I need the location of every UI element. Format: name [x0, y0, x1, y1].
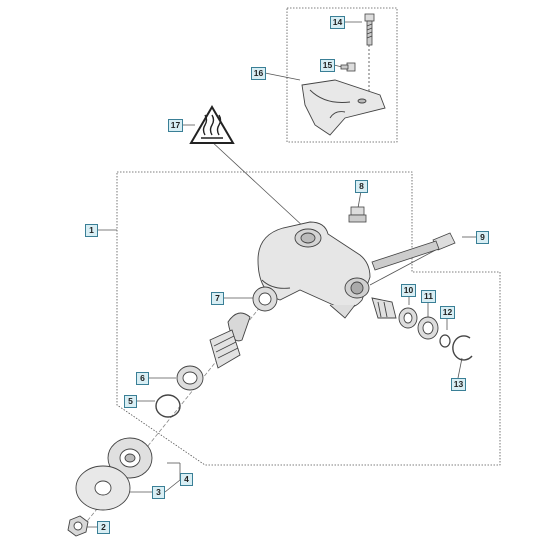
- leader-line-8: [357, 190, 362, 209]
- callout-12[interactable]: 12: [440, 306, 455, 319]
- callout-6[interactable]: 6: [136, 372, 149, 385]
- part-8-plug: [348, 206, 367, 223]
- part-4-flange: [107, 437, 153, 479]
- callout-1[interactable]: 1: [85, 224, 98, 237]
- part-14-bolt: [364, 13, 375, 100]
- part-9-bolt: [371, 232, 456, 271]
- callout-8[interactable]: 8: [355, 180, 368, 193]
- callout-4[interactable]: 4: [180, 473, 193, 486]
- hot-surface-warning-icon: [189, 105, 235, 144]
- part-5-ring: [155, 394, 181, 418]
- callout-9[interactable]: 9: [476, 231, 489, 244]
- callout-15[interactable]: 15: [320, 59, 335, 72]
- callout-17[interactable]: 17: [168, 119, 183, 132]
- part-13-circlip: [452, 335, 473, 361]
- part-10-gear: [371, 297, 418, 329]
- callout-7[interactable]: 7: [211, 292, 224, 305]
- callout-5[interactable]: 5: [124, 395, 137, 408]
- leader-line-13: [457, 357, 463, 379]
- part-12-washer: [439, 334, 451, 348]
- callout-11[interactable]: 11: [421, 290, 436, 303]
- leader-line-16: [264, 72, 301, 81]
- part-2-nut: [67, 515, 89, 537]
- part-15-screw: [340, 62, 356, 72]
- leader-line-4b: [164, 479, 181, 493]
- gear-head-group-outline: [116, 171, 501, 466]
- part-11-bearing: [417, 316, 439, 340]
- leader-line-9b: [369, 244, 446, 286]
- callout-16[interactable]: 16: [251, 67, 266, 80]
- part-3-washer: [75, 465, 131, 511]
- part-7-bearing: [252, 286, 278, 312]
- callout-2[interactable]: 2: [97, 521, 110, 534]
- callout-10[interactable]: 10: [401, 284, 416, 297]
- bevel-gear-shaft: [209, 312, 251, 369]
- leader-line-17b: [209, 139, 306, 229]
- bracket-group-outline: [286, 7, 398, 143]
- part-6-bearing: [176, 365, 204, 391]
- callout-13[interactable]: 13: [451, 378, 466, 391]
- gear-head-housing: [257, 221, 371, 319]
- callout-14[interactable]: 14: [330, 16, 345, 29]
- part-16-bracket: [301, 79, 386, 136]
- callout-3[interactable]: 3: [152, 486, 165, 499]
